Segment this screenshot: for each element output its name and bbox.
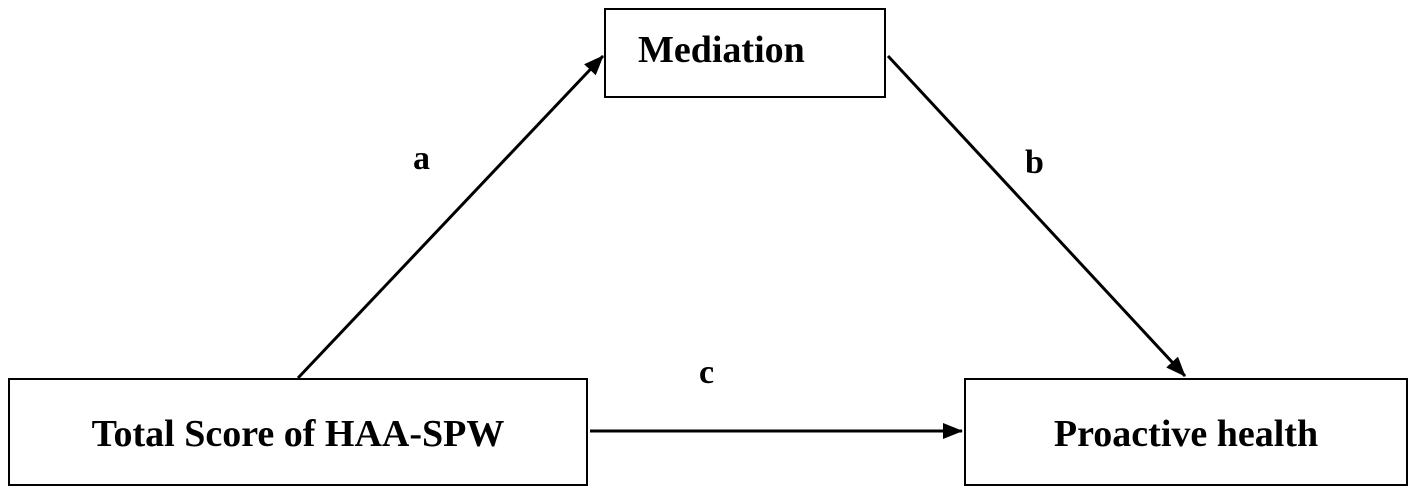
mediator-label: Mediation bbox=[638, 29, 805, 71]
path-c-label: c bbox=[699, 354, 715, 391]
path-a-arrow bbox=[296, 54, 605, 380]
path-b-arrow bbox=[886, 54, 1187, 378]
path-b-label: b bbox=[1025, 144, 1044, 181]
predictor-label: Total Score of HAA-SPW bbox=[91, 413, 505, 455]
mediator-node: Mediation bbox=[604, 8, 886, 98]
outcome-label: Proactive health bbox=[1053, 413, 1319, 455]
predictor-node: Total Score of HAA-SPW bbox=[8, 378, 588, 486]
path-a-label: a bbox=[413, 140, 430, 177]
outcome-node: Proactive health bbox=[964, 378, 1408, 486]
